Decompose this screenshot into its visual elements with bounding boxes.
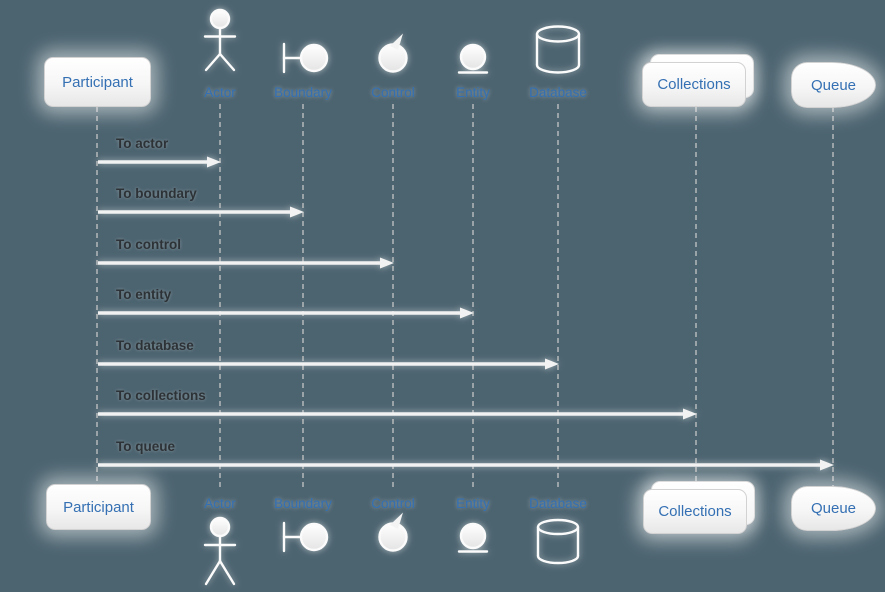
boundary-icon-top	[282, 42, 329, 74]
message-label-to-collections: To collections	[116, 388, 206, 403]
message-arrow-to-collections	[98, 408, 697, 420]
collections-label-top: Collections	[657, 76, 731, 93]
message-label-to-entity: To entity	[116, 287, 172, 302]
message-label-to-boundary: To boundary	[116, 186, 197, 201]
actor-label-top: Actor	[204, 85, 236, 100]
message-label-to-database: To database	[116, 338, 194, 353]
participant-box-bottom: Participant	[46, 484, 151, 530]
database-label-bottom: Database	[529, 496, 587, 511]
boundary-label-bottom: Boundary	[274, 496, 332, 511]
boundary-icon-bottom	[282, 521, 329, 553]
collections-box-bottom: Collections	[643, 489, 747, 534]
database-label-top: Database	[529, 85, 587, 100]
entity-icon-bottom	[457, 522, 489, 553]
database-icon-bottom	[536, 518, 580, 565]
message-arrow-to-database	[98, 358, 559, 370]
message-arrow-to-actor	[98, 156, 221, 168]
control-label-bottom: Control	[371, 496, 415, 511]
message-arrow-to-queue	[98, 459, 834, 471]
queue-box-top: Queue	[791, 62, 876, 108]
queue-label-bottom: Queue	[810, 500, 857, 517]
participant-label-top: Participant	[62, 73, 133, 91]
participant-label-bottom: Participant	[63, 498, 134, 516]
participant-box-top: Participant	[44, 57, 151, 107]
entity-icon-top	[457, 43, 489, 74]
collections-box-top: Collections	[642, 62, 746, 107]
actor-icon-top	[203, 8, 237, 72]
boundary-label-top: Boundary	[274, 85, 332, 100]
message-label-to-actor: To actor	[116, 136, 169, 151]
message-arrow-to-entity	[98, 307, 474, 319]
message-label-to-control: To control	[116, 237, 181, 252]
control-icon-bottom	[378, 512, 408, 552]
control-icon-top	[378, 33, 408, 73]
entity-label-bottom: Entity	[456, 496, 490, 511]
actor-icon-bottom	[203, 516, 237, 586]
actor-label-bottom: Actor	[204, 496, 236, 511]
entity-label-top: Entity	[456, 85, 490, 100]
queue-label-top: Queue	[810, 76, 857, 94]
message-label-to-queue: To queue	[116, 439, 175, 454]
queue-box-bottom: Queue	[791, 486, 876, 531]
message-arrow-to-boundary	[98, 206, 304, 218]
control-label-top: Control	[371, 85, 415, 100]
message-arrow-to-control	[98, 257, 394, 269]
collections-label-bottom: Collections	[658, 503, 732, 520]
database-icon-top	[535, 25, 581, 74]
